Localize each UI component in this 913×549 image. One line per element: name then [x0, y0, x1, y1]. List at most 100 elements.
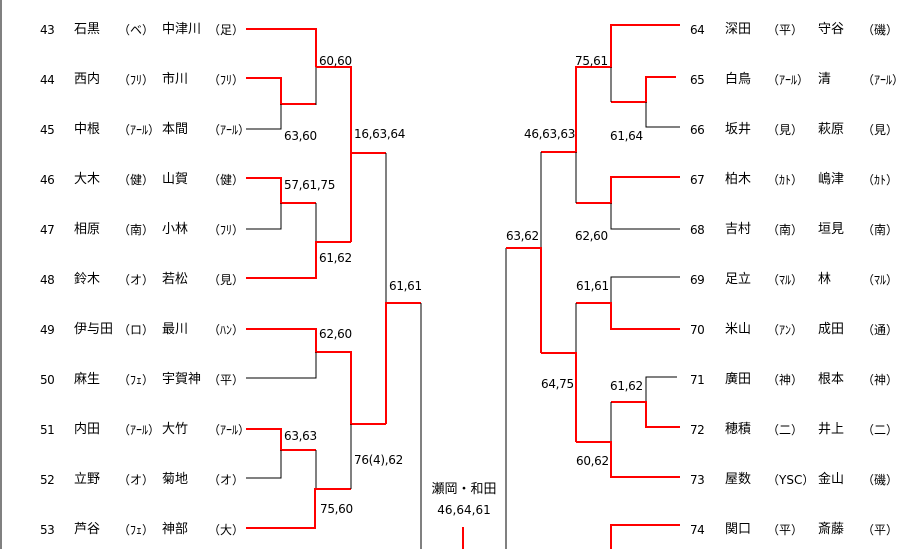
final-score: 46,64,61 — [437, 503, 491, 517]
match-score: 61,62 — [319, 251, 352, 265]
entry-p2: 小林 — [162, 222, 189, 237]
entry-c1: （ﾌｪ） — [118, 523, 155, 537]
bracket-line — [246, 352, 317, 379]
match-score: 63,62 — [506, 229, 539, 243]
entry-p1: 屋数 — [725, 472, 752, 487]
match-score: 63,60 — [284, 129, 317, 143]
entry-no: 48 — [40, 273, 55, 287]
winner-bracket-line — [576, 302, 680, 330]
entry-p1: 相原 — [74, 222, 101, 237]
winner-bracket-line — [506, 247, 542, 353]
winner-bracket-line — [246, 241, 351, 279]
entry-no: 72 — [690, 423, 705, 437]
entry-c2: （磯） — [862, 473, 899, 487]
entry-c2: （神） — [862, 373, 899, 387]
entry-no: 45 — [40, 123, 55, 137]
entry-c1: （南） — [767, 223, 804, 237]
entry-c2: （オ） — [208, 473, 245, 487]
entry-c1: （ｱｰﾙ） — [118, 423, 161, 437]
entry-p1: 廣田 — [725, 372, 752, 387]
winner-bracket-line — [246, 28, 317, 67]
match-score: 60,60 — [319, 54, 352, 68]
entry-c2: （平） — [862, 523, 899, 537]
entry-p1: 西内 — [74, 72, 101, 87]
winner-bracket-line — [246, 428, 316, 451]
entry-p2: 大竹 — [162, 422, 189, 437]
entry-p2: 山賀 — [162, 172, 189, 187]
entry-no: 50 — [40, 373, 55, 387]
match-score: 16,63,64 — [354, 127, 406, 141]
bracket-line — [246, 104, 282, 130]
match-score: 61,64 — [610, 129, 643, 143]
winner-bracket-line — [246, 488, 351, 529]
entry-p2: 垣見 — [818, 222, 845, 237]
entry-c1: （平） — [767, 523, 804, 537]
bracket-line — [610, 276, 680, 303]
entry-c1: （ｱﾝ） — [767, 323, 804, 337]
entry-p2: 井上 — [818, 422, 845, 437]
winner-bracket-line — [316, 66, 352, 242]
match-score: 46,63,63 — [524, 127, 576, 141]
match-score: 61,61 — [576, 279, 609, 293]
entry-c2: （ｱｰﾙ） — [862, 73, 905, 87]
entry-c2: （通） — [862, 323, 899, 337]
entry-c1: （オ） — [118, 273, 155, 287]
bracket-line — [246, 450, 282, 479]
entry-no: 49 — [40, 323, 55, 337]
entry-p2: 成田 — [818, 322, 845, 337]
entry-c2: （ｱｰﾙ） — [208, 123, 251, 137]
entry-c2: （ﾌﾘ） — [208, 223, 245, 237]
entry-c1: （見） — [767, 123, 804, 137]
entry-c1: （平） — [767, 23, 804, 37]
match-score: 64,75 — [541, 377, 574, 391]
winner-bracket-line — [611, 401, 680, 428]
entry-p1: 穂積 — [725, 422, 752, 437]
entry-p1: 関口 — [725, 522, 752, 537]
entry-c1: （南） — [118, 223, 155, 237]
entry-no: 43 — [40, 23, 55, 37]
winner-bracket-line — [541, 352, 577, 442]
entry-c1: （ｱｰﾙ） — [767, 73, 810, 87]
entry-p1: 坂井 — [725, 122, 752, 137]
entry-no: 67 — [690, 173, 705, 187]
entry-p1: 中根 — [74, 122, 101, 137]
match-score: 62,60 — [575, 229, 608, 243]
entry-p1: 大木 — [74, 172, 101, 187]
entry-p1: 吉村 — [725, 222, 752, 237]
entry-p2: 林 — [818, 272, 832, 287]
entry-c2: （平） — [208, 373, 245, 387]
entry-p2: 金山 — [818, 472, 845, 487]
entry-no: 52 — [40, 473, 55, 487]
entry-c2: （ｱｰﾙ） — [208, 423, 251, 437]
entry-no: 65 — [690, 73, 705, 87]
entry-c1: （オ） — [118, 473, 155, 487]
entry-p1: 足立 — [725, 272, 752, 287]
entry-c2: （足） — [208, 23, 245, 37]
entry-p2: 萩原 — [818, 122, 845, 137]
entry-c1: （二） — [767, 423, 804, 437]
match-score: 61,62 — [610, 379, 643, 393]
entry-no: 69 — [690, 273, 705, 287]
match-score: 61,61 — [389, 279, 422, 293]
winner-bracket-line — [576, 176, 680, 204]
entry-c2: （健） — [208, 173, 245, 187]
entry-no: 44 — [40, 73, 55, 87]
entry-p2: 嶋津 — [818, 172, 845, 187]
entry-c1: （ｶﾄ） — [767, 173, 804, 187]
bracket-line — [645, 102, 680, 128]
match-score: 60,62 — [576, 454, 609, 468]
entry-c1: （健） — [118, 173, 155, 187]
entry-no: 73 — [690, 473, 705, 487]
entry-c2: （ﾏﾙ） — [862, 273, 899, 287]
entry-p1: 深田 — [725, 22, 752, 37]
entry-p2: 若松 — [162, 272, 189, 287]
winner-bracket-line — [576, 441, 680, 478]
winner-bracket-line — [246, 177, 316, 204]
entry-c2: （大） — [208, 523, 245, 537]
bracket-line — [610, 203, 680, 230]
winner-bracket-line — [611, 76, 676, 103]
entry-no: 70 — [690, 323, 705, 337]
match-score: 57,61,75 — [284, 178, 336, 192]
